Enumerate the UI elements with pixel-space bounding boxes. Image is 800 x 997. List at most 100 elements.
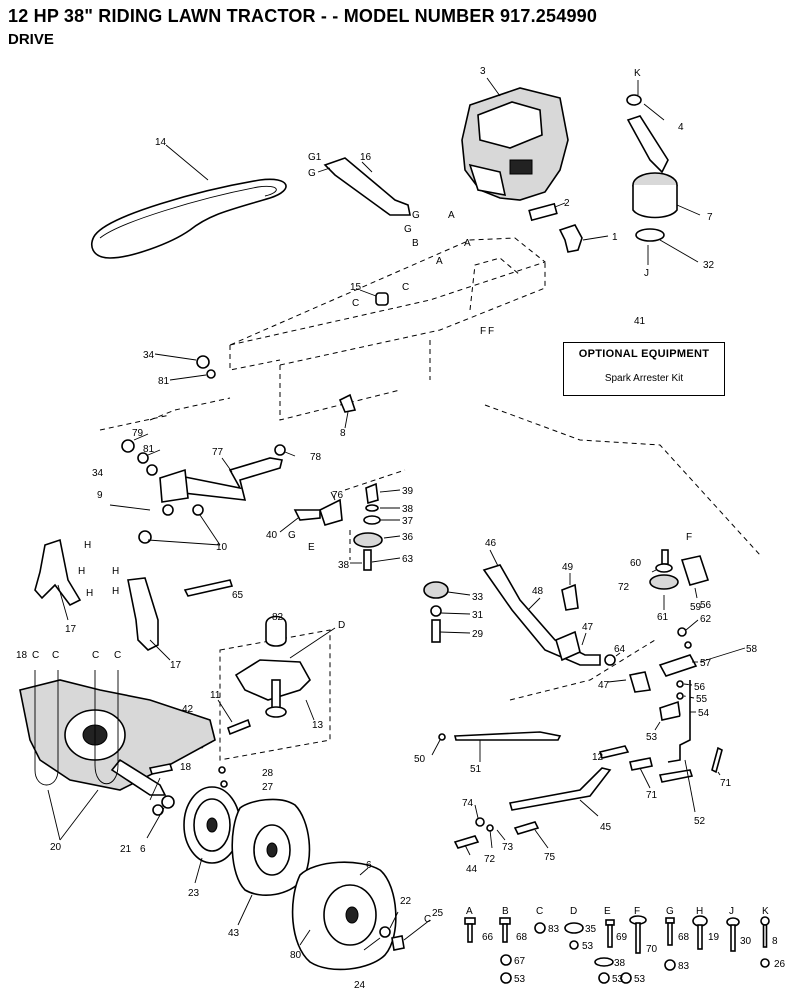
callout-17-left: 17 <box>65 624 77 635</box>
callout-16: 16 <box>360 152 372 163</box>
callout-labels: 3 4 7 32 2 1 14 16 15 41 34 81 8 79 81 3… <box>16 66 758 991</box>
ref-D: D <box>338 620 345 631</box>
callout-73: 73 <box>502 842 514 853</box>
chassis-frame <box>99 237 761 761</box>
callout-41: 41 <box>634 316 646 327</box>
legend-F-nut: 53 <box>634 974 646 985</box>
ref-C2: C <box>352 298 359 309</box>
legend-A-nut: 53 <box>514 974 526 985</box>
ref-G3: G <box>412 210 420 221</box>
callout-50: 50 <box>414 754 426 765</box>
callout-53: 53 <box>646 732 658 743</box>
ref-H4: H <box>112 566 119 577</box>
ref-A1: A <box>448 210 455 221</box>
legend-E-bolt: 69 <box>616 932 628 943</box>
legend-K-washer: 26 <box>774 959 786 970</box>
ref-H5: H <box>112 586 119 597</box>
legend-G-nut: 83 <box>678 961 690 972</box>
callout-61: 61 <box>657 612 669 623</box>
ref-C6: C <box>114 650 121 661</box>
legend-B-washer: 67 <box>514 956 526 967</box>
callout-42: 42 <box>182 704 194 715</box>
ref-A3: A <box>436 256 443 267</box>
legend-D-washer: 35 <box>585 924 597 935</box>
legend-K-bolt: 8 <box>772 936 778 947</box>
exhaust-pipe <box>528 202 609 253</box>
callout-18-top: 18 <box>16 650 28 661</box>
right-linkage <box>649 549 746 731</box>
callout-43: 43 <box>228 928 240 939</box>
callout-24: 24 <box>354 980 366 991</box>
legend-D-nut: 53 <box>582 941 594 952</box>
legend-C-nut: 83 <box>548 924 560 935</box>
ref-F2: F <box>488 326 494 337</box>
callout-14: 14 <box>155 137 167 148</box>
ref-A2: A <box>464 238 471 249</box>
callout-32: 32 <box>703 260 715 271</box>
callout-12: 12 <box>592 752 604 763</box>
callout-18: 18 <box>180 762 192 773</box>
callout-81-top: 81 <box>158 376 170 387</box>
callout-75: 75 <box>544 852 556 863</box>
callout-39: 39 <box>402 486 414 497</box>
callout-47: 47 <box>598 680 610 691</box>
ref-C1: C <box>402 282 409 293</box>
legend-G-bolt: 68 <box>678 932 690 943</box>
legend-C-letter: C <box>536 906 543 917</box>
callout-34: 34 <box>92 468 104 479</box>
callout-2: 2 <box>564 198 570 209</box>
rear-wheel-assembly <box>183 786 431 971</box>
legend-H-bolt: 19 <box>708 932 720 943</box>
callout-64: 64 <box>614 644 626 655</box>
callout-21: 21 <box>120 844 132 855</box>
ref-C7: C <box>424 914 431 925</box>
lower-rods <box>431 680 723 856</box>
side-brackets <box>34 538 234 661</box>
legend-K-letter: K <box>762 906 769 917</box>
optional-equipment-box: OPTIONAL EQUIPMENT Spark Arrester Kit <box>563 342 725 396</box>
legend-E-letter: E <box>604 906 611 917</box>
ref-H1: H <box>84 540 91 551</box>
ref-B: B <box>412 238 419 249</box>
callout-76: 76 <box>332 490 344 501</box>
callout-56: 56 <box>694 682 706 693</box>
ref-G5: G <box>288 530 296 541</box>
ref-J: J <box>644 268 649 279</box>
callout-38: 38 <box>338 560 350 571</box>
callout-63: 63 <box>402 554 414 565</box>
legend-G-letter: G <box>666 906 674 917</box>
legend-J-bolt: 30 <box>740 936 752 947</box>
ref-K: K <box>634 68 641 79</box>
ref-C3: C <box>32 650 39 661</box>
callout-81: 81 <box>143 444 155 455</box>
callout-52: 52 <box>694 816 706 827</box>
callout-7: 7 <box>707 212 713 223</box>
ref-F1: F <box>480 326 486 337</box>
legend-F-washer: 38 <box>614 958 626 969</box>
callout-55: 55 <box>696 694 708 705</box>
pedal-shaft <box>423 549 652 693</box>
legend-J-letter: J <box>729 906 734 917</box>
reference-letters: K J G1 G G G A A A B C C F F G E D F H H… <box>32 68 692 925</box>
callout-72-right: 72 <box>618 582 630 593</box>
callout-8: 8 <box>340 428 346 439</box>
callout-74: 74 <box>462 798 474 809</box>
optional-equipment-item: Spark Arrester Kit <box>604 373 684 384</box>
page-title: 12 HP 38" RIDING LAWN TRACTOR - - MODEL … <box>8 6 598 26</box>
callout-58: 58 <box>746 644 758 655</box>
clutch-bracket <box>174 615 336 749</box>
callout-49: 49 <box>562 562 574 573</box>
callout-17-right: 17 <box>170 660 182 671</box>
callout-13: 13 <box>312 720 324 731</box>
callout-9: 9 <box>97 490 103 501</box>
callout-4: 4 <box>678 122 684 133</box>
callout-1: 1 <box>612 232 618 243</box>
callout-78: 78 <box>310 452 322 463</box>
callout-82: 82 <box>272 612 284 623</box>
callout-45: 45 <box>600 822 612 833</box>
callout-29: 29 <box>472 629 484 640</box>
callout-57: 57 <box>700 658 712 669</box>
callout-60: 60 <box>630 558 642 569</box>
callout-33: 33 <box>472 592 484 603</box>
callout-47-top: 47 <box>582 622 594 633</box>
